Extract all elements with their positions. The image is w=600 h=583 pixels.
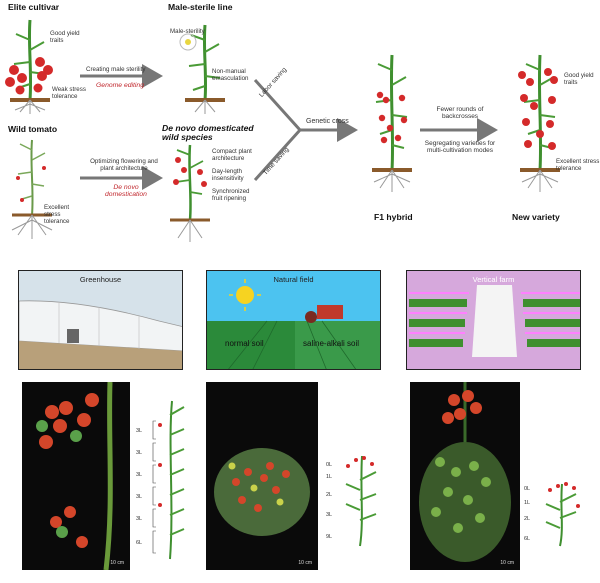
vertical-farm-title: Vertical farm [472,275,515,284]
natural-field-panel: Natural field normal soil saline-alkali … [206,270,381,370]
new-variety-title: New variety [512,212,560,222]
vertical-farm-panel: Vertical farm [406,270,581,370]
optimizing-label: Optimizing flowering and plant architect… [90,158,158,172]
genome-editing-label: Genome editing [96,82,144,89]
good-yield-traits-label: Good yield traits [50,30,80,44]
wild-tomato-title: Wild tomato [8,124,58,134]
schema1-label-3: 3L [136,472,143,478]
schema1-label-1: 3L [136,428,143,434]
de-novo-species-title: De novo domesticated wild species [162,123,254,142]
schema3-label-1: 0L [524,486,531,492]
schema1-label-2: 3L [136,450,143,456]
segregating-label: Segregating varieties for multi-cultivat… [424,140,496,154]
saline-alkali-label: saline-alkali soil [303,339,360,348]
breeding-diagram [5,19,560,242]
creating-male-sterility-label: Creating male sterility [86,66,146,73]
schema2-label-4: 3L [326,512,333,518]
wild-tomato-plant [11,139,53,239]
schema2-label-2: 1L [326,474,333,480]
natural-field-title: Natural field [273,275,314,284]
de-novo-plant [170,144,210,242]
male-sterile-plant [179,24,225,114]
new-variety-plant [518,54,560,192]
schema1-label-6: 6L [136,540,143,546]
elite-cultivar-title: Elite cultivar [8,2,60,12]
male-sterile-title: Male-sterile line [168,2,233,12]
photo-vertical-plant: 10 cm [410,382,520,570]
de-novo-domestication-label: De novo domestication [105,184,147,198]
elite-cultivar-plant [5,19,53,114]
compact-plant-label: Compact plant architecture [212,148,252,162]
weak-stress-label: Weak stress tolerance [52,86,86,100]
photo-greenhouse-plant: 10 cm [22,382,130,570]
schema-field [345,455,377,547]
schema-vertical [545,482,580,547]
normal-soil-label: normal soil [225,339,264,348]
f1-hybrid-title: F1 hybrid [374,212,413,222]
schema3-label-2: 1L [524,500,531,506]
schema1-label-5: 3L [136,516,143,522]
day-length-label: Day-length insensitivity [212,168,244,182]
male-sterility-label: Male-sterility [170,28,205,35]
schema2-label-3: 2L [326,492,333,498]
greenhouse-panel: Greenhouse [18,270,183,370]
schema2-label-1: 0L [326,462,333,468]
schema-greenhouse [152,400,185,560]
schema2-label-5: 9L [326,534,333,540]
fewer-rounds-label: Fewer rounds of backcrosses [436,106,484,120]
schema3-label-4: 6L [524,536,531,542]
f1-hybrid-plant [372,54,412,192]
photo-field-plant: 10 cm [206,382,318,570]
schema1-label-4: 3L [136,494,143,500]
scale-bar-2: 10 cm [298,560,312,566]
scale-bar-1: 10 cm [110,560,124,566]
good-yield-traits-2-label: Good yield traits [564,72,594,86]
synchronized-label: Synchronized fruit ripening [212,188,250,202]
schema3-label-3: 2L [524,516,531,522]
non-manual-label: Non-manual emasculation [212,68,249,82]
scale-bar-3: 10 cm [500,560,514,566]
greenhouse-title: Greenhouse [79,275,122,284]
genetic-cross-label: Genetic cross [306,118,349,125]
excellent-stress-2-label: Excellent stress tolerance [556,158,600,172]
excellent-stress-label: Excellent stress tolerance [44,204,70,225]
